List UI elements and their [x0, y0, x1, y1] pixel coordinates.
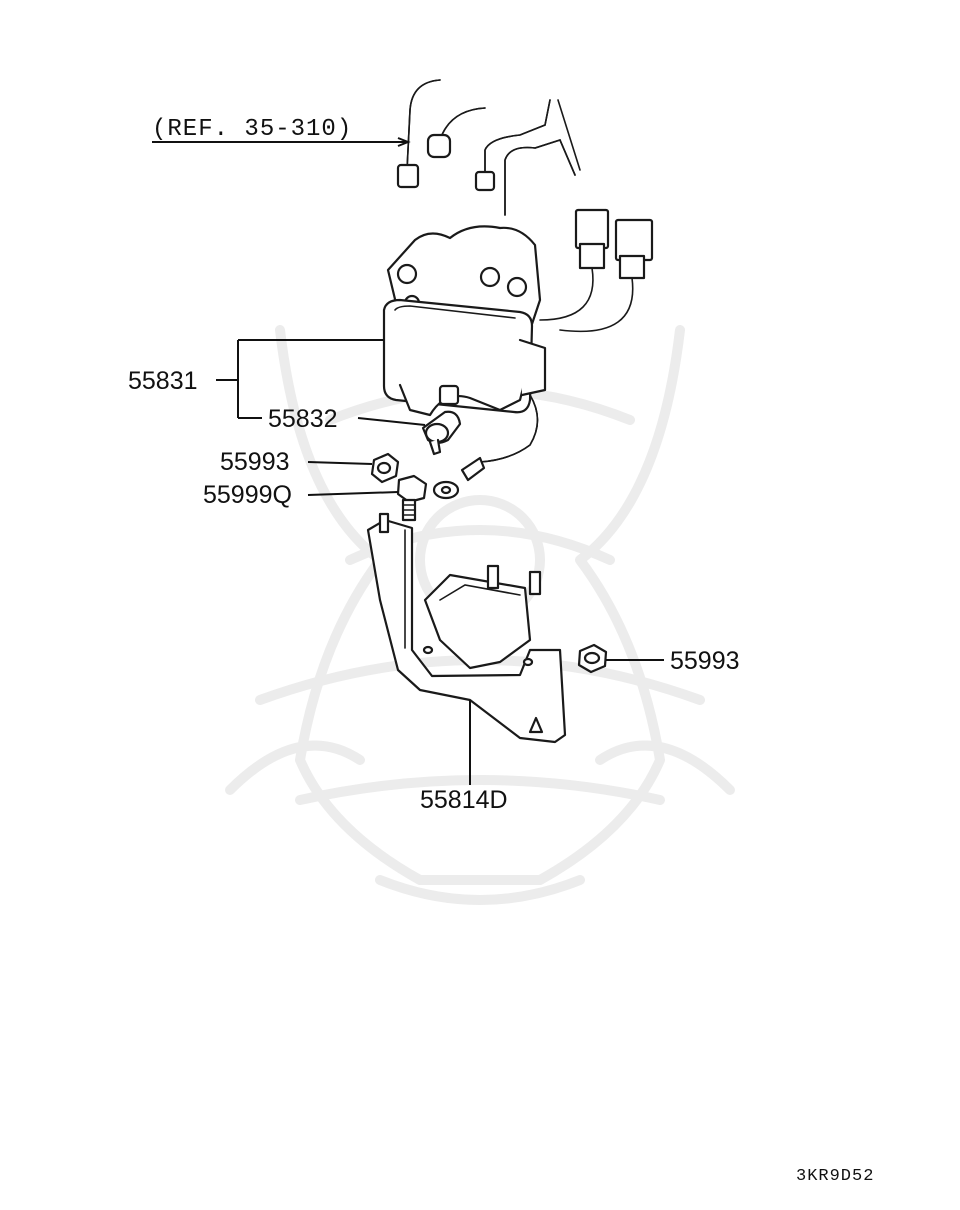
sensor-leader	[357, 417, 426, 426]
hydraulic-unit	[382, 225, 547, 417]
hydraulic-unit-leader	[216, 339, 384, 419]
electrical-connectors	[539, 208, 654, 333]
drawing-code: 3KR9D52	[796, 1167, 874, 1186]
callout-nut-right: 55993	[670, 647, 740, 675]
bracket-part	[366, 512, 567, 744]
nut-right-part	[577, 643, 608, 674]
callout-hydraulic-unit: 55831	[128, 367, 198, 395]
nut-upper-leader	[307, 461, 373, 465]
bolt-part	[396, 474, 428, 522]
nut-upper-part	[370, 452, 400, 484]
reference-label: (REF. 35-310)	[152, 116, 352, 143]
callout-sensor: 55832	[268, 405, 338, 433]
sensor-part	[421, 410, 462, 456]
callout-nut-upper: 55993	[220, 448, 290, 476]
bolt-leader	[307, 491, 399, 496]
callout-bracket: 55814D	[420, 786, 508, 814]
leader-lines	[152, 137, 664, 785]
callout-bolt: 55999Q	[203, 481, 292, 509]
brake-lines	[396, 79, 581, 216]
ground-wire	[432, 394, 539, 500]
